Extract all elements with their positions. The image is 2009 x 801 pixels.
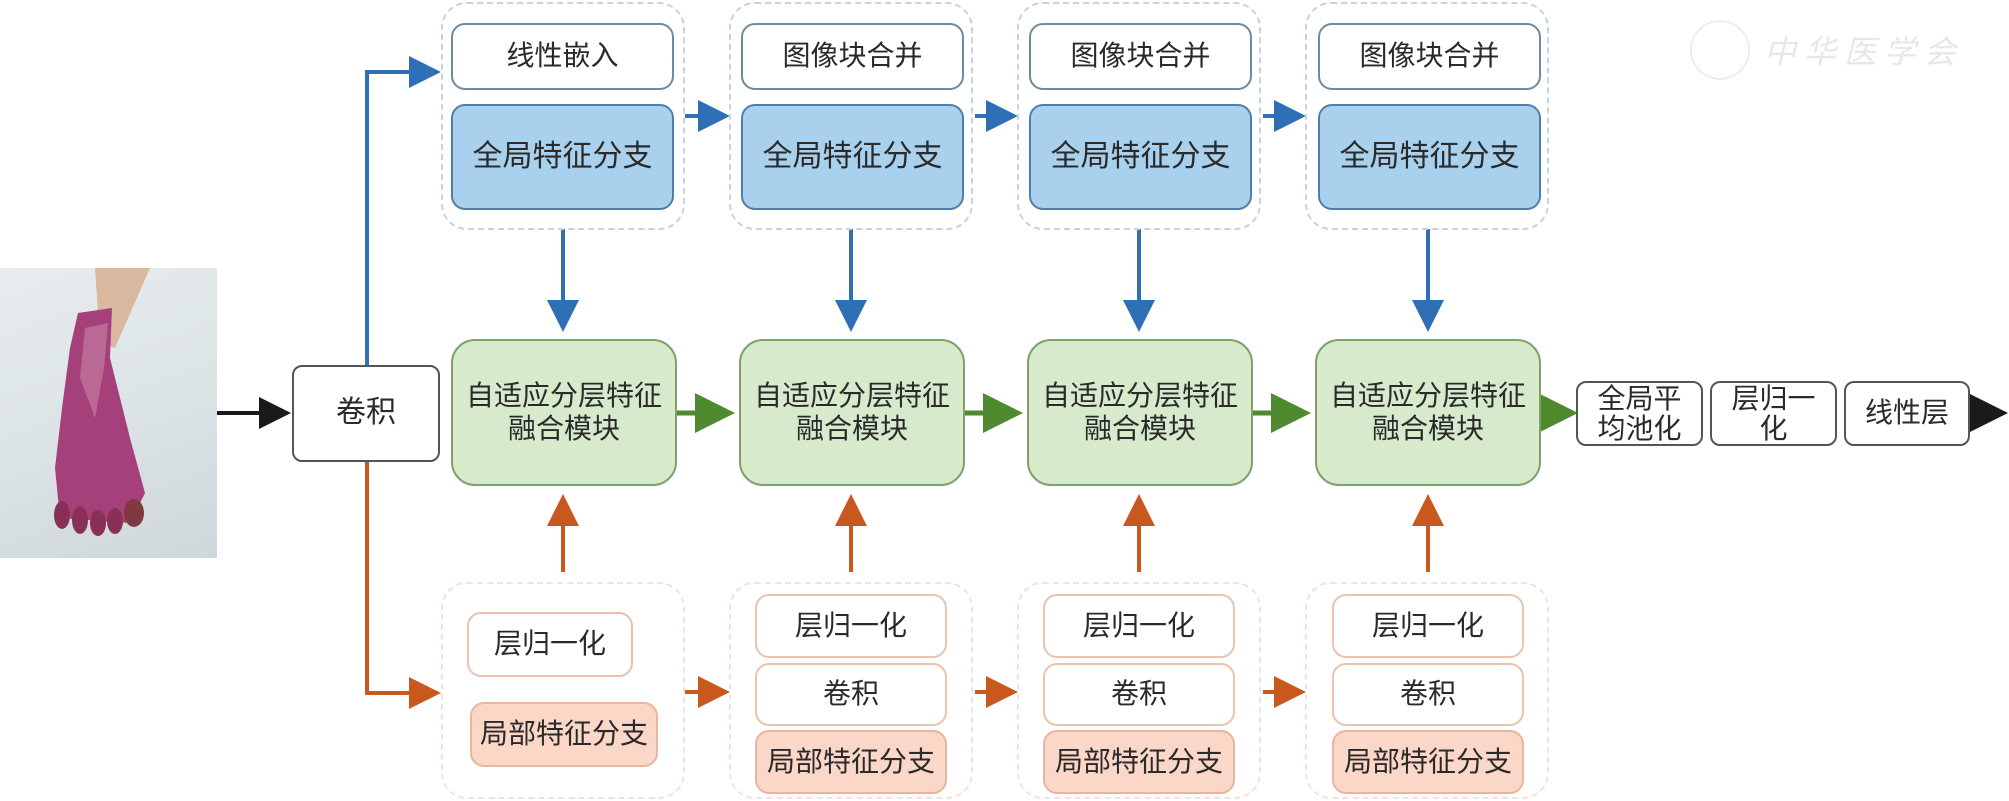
local-stage-2-group <box>729 582 973 799</box>
watermark: 中华医学会 <box>1690 20 1990 80</box>
layer-norm-box-3: 层归一化 <box>1043 594 1235 658</box>
global-feature-branch-4: 全局特征分支 <box>1318 104 1541 210</box>
patch-merging-box-2: 图像块合并 <box>741 23 964 90</box>
local-feature-branch-2: 局部特征分支 <box>755 730 947 794</box>
conv-box-4: 卷积 <box>1332 663 1524 726</box>
global-stage-3-group <box>1017 2 1261 230</box>
fusion-module-3: 自适应分层特征 融合模块 <box>1027 339 1253 486</box>
association-emblem-icon <box>1690 20 1750 80</box>
fusion-module-1-line2: 融合模块 <box>507 411 620 445</box>
global-stage-2-group <box>729 2 973 230</box>
local-stage-4-group <box>1305 582 1549 799</box>
layer-norm-box-2: 层归一化 <box>755 594 947 658</box>
local-feature-branch-4: 局部特征分支 <box>1332 730 1524 794</box>
global-avg-pool-line1: 全局平 <box>1597 382 1682 416</box>
global-feature-branch-3: 全局特征分支 <box>1029 104 1252 210</box>
fusion-module-4-line2: 融合模块 <box>1371 411 1484 445</box>
global-avg-pool-box: 全局平 均池化 <box>1576 381 1703 446</box>
arrow-stem-to-local <box>365 462 441 709</box>
fusion-module-3-line2: 融合模块 <box>1083 411 1196 445</box>
global-feature-branch-1: 全局特征分支 <box>451 104 674 210</box>
head-layer-norm-box: 层归一 化 <box>1710 381 1837 446</box>
fusion-module-1-line1: 自适应分层特征 <box>465 379 662 413</box>
local-feature-branch-1: 局部特征分支 <box>470 702 658 767</box>
fusion-module-2-line1: 自适应分层特征 <box>753 379 950 413</box>
input-image <box>0 268 217 558</box>
watermark-text: 中华医学会 <box>1764 33 1965 71</box>
fusion-module-4-line1: 自适应分层特征 <box>1329 379 1526 413</box>
conv-box-3: 卷积 <box>1043 663 1235 726</box>
fusion-module-2: 自适应分层特征 融合模块 <box>739 339 965 486</box>
layer-norm-box-1: 层归一化 <box>467 612 633 677</box>
patch-merging-box-4: 图像块合并 <box>1318 23 1541 90</box>
head-layer-norm-line2: 化 <box>1759 411 1788 445</box>
local-stage-3-group <box>1017 582 1261 799</box>
head-layer-norm-line1: 层归一 <box>1731 382 1816 416</box>
fusion-module-1: 自适应分层特征 融合模块 <box>451 339 677 486</box>
linear-embedding-box: 线性嵌入 <box>451 23 674 90</box>
local-stage-1-group <box>441 582 685 799</box>
local-feature-branch-3: 局部特征分支 <box>1043 730 1235 794</box>
fusion-module-2-line2: 融合模块 <box>795 411 908 445</box>
layer-norm-box-4: 层归一化 <box>1332 594 1524 658</box>
arrow-stem-to-global <box>365 56 441 365</box>
global-feature-branch-2: 全局特征分支 <box>741 104 964 210</box>
fusion-module-4: 自适应分层特征 融合模块 <box>1315 339 1541 486</box>
stem-conv-box: 卷积 <box>292 365 440 462</box>
global-stage-4-group <box>1305 2 1549 230</box>
fusion-module-3-line1: 自适应分层特征 <box>1041 379 1238 413</box>
global-stage-1-group <box>441 2 685 230</box>
foot-illustration <box>54 268 150 536</box>
patch-merging-box-3: 图像块合并 <box>1029 23 1252 90</box>
conv-box-2: 卷积 <box>755 663 947 726</box>
global-avg-pool-line2: 均池化 <box>1597 411 1682 445</box>
linear-layer-box: 线性层 <box>1844 381 1970 446</box>
